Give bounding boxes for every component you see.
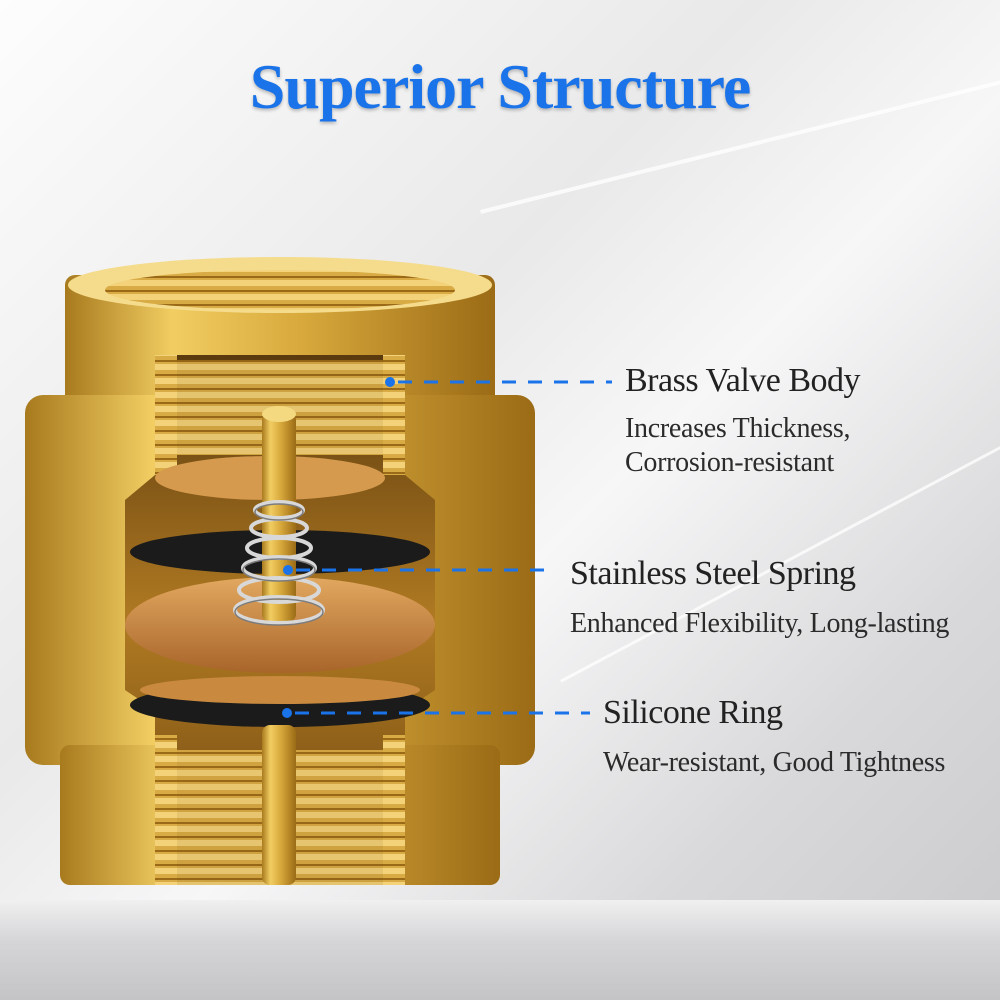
- page-title: Superior Structure: [249, 51, 752, 122]
- callout-description-stainless-steel-spring: Enhanced Flexibility, Long-lasting: [570, 607, 949, 641]
- callout-pointer: [385, 377, 612, 387]
- dot-icon: [283, 565, 293, 575]
- callout-line: Increases Thickness,: [625, 413, 851, 444]
- callout-line: Enhanced Flexibility, Long-lasting: [570, 608, 950, 639]
- callout-pointer: [282, 708, 590, 718]
- dot-icon: [385, 377, 395, 387]
- callout-description-silicone-ring: Wear-resistant, Good Tightness: [603, 746, 945, 780]
- callout-heading-stainless-steel-spring: Stainless Steel Spring: [570, 555, 856, 592]
- callout-line: Wear-resistant, Good Tightness: [603, 747, 946, 778]
- callout-pointer: [283, 565, 555, 575]
- callout-line: Corrosion-resistant: [625, 447, 834, 478]
- dot-icon: [282, 708, 292, 718]
- callout-heading-brass-valve-body: Brass Valve Body: [625, 362, 861, 399]
- callout-heading-silicone-ring: Silicone Ring: [603, 694, 783, 731]
- callout-description-brass-valve-body: Increases Thickness, Corrosion-resistant: [625, 412, 850, 480]
- pedestal-surface: [0, 900, 1000, 1000]
